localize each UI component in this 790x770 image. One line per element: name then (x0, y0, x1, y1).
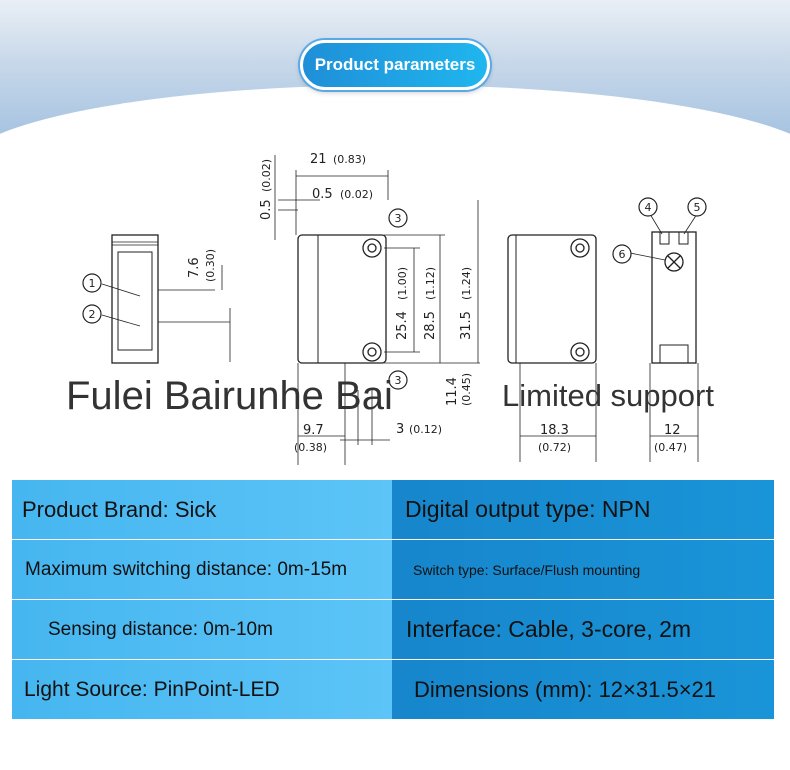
side-view-body (111, 234, 159, 364)
end-view-body (651, 231, 697, 364)
dim-05a: 0.5 (259, 199, 274, 220)
callout-3: 3 (395, 212, 402, 225)
dim-76: 7.6 (187, 257, 202, 278)
callout-6: 6 (619, 248, 626, 261)
section-title: Product parameters (314, 55, 476, 74)
support-overlay-text: Limited support (502, 378, 714, 413)
dim-254: 25.4 (395, 311, 410, 340)
dim-05a-in: (0.02) (260, 159, 273, 192)
dim-12-in: (0.47) (654, 441, 687, 454)
spec-max-switching-distance: Maximum switching distance: 0m-15m (12, 540, 392, 599)
dim-3-in: (0.12) (409, 423, 442, 436)
spec-product-brand: Product Brand: Sick (12, 480, 392, 539)
spec-dimensions: Dimensions (mm): 12×31.5×21 (392, 660, 774, 719)
callout-2: 2 (89, 308, 96, 321)
callout-markers (82, 197, 707, 390)
spec-interface: Interface: Cable, 3-core, 2m (392, 600, 774, 659)
dim-315: 31.5 (459, 311, 474, 340)
spec-switch-type: Switch type: Surface/Flush mounting (392, 540, 774, 599)
callout-3b: 3 (395, 374, 402, 387)
mount-hole-bottom (362, 342, 382, 362)
dim-114: 11.4 (445, 377, 460, 406)
front-view-body (297, 234, 387, 364)
dim-12: 12 (664, 423, 681, 438)
spec-digital-output: Digital output type: NPN (392, 480, 774, 539)
dimension-drawing: 1 2 3 3 4 5 6 21 (0.83) 0.5 (0.02) 9.7 (… (82, 152, 707, 465)
callout-5: 5 (694, 201, 701, 214)
spec-light-source: Light Source: PinPoint-LED (12, 660, 392, 719)
dim-285: 28.5 (423, 311, 438, 340)
dim-114-in: (0.45) (460, 373, 473, 406)
callout-4: 4 (645, 201, 652, 214)
dim-183: 18.3 (540, 423, 569, 438)
dim-76-in: (0.30) (204, 249, 217, 282)
spec-sensing-distance: Sensing distance: 0m-10m (12, 600, 392, 659)
rear-view-body (507, 234, 597, 364)
side-view-window (117, 251, 153, 351)
mount-hole-top (362, 238, 382, 258)
spec-table: Product Brand: Sick Digital output type:… (12, 480, 774, 719)
dim-97: 9.7 (303, 423, 324, 438)
header-background (0, 0, 790, 225)
dim-05b-in: (0.02) (340, 188, 373, 201)
dim-21: 21 (310, 152, 327, 167)
adjust-screw (664, 252, 684, 272)
dim-254-in: (1.00) (396, 267, 409, 300)
dim-97-in: (0.38) (294, 441, 327, 454)
dim-315-in: (1.24) (460, 267, 473, 300)
dim-3: 3 (396, 422, 404, 437)
dim-183-in: (0.72) (538, 441, 571, 454)
dim-21-in: (0.83) (333, 153, 366, 166)
dim-285-in: (1.12) (424, 267, 437, 300)
section-title-pill: Product parameters (300, 40, 490, 90)
callout-1: 1 (89, 277, 96, 290)
brand-overlay-text: Fulei Bairunhe Bai (66, 374, 393, 418)
dim-05b: 0.5 (312, 187, 333, 202)
